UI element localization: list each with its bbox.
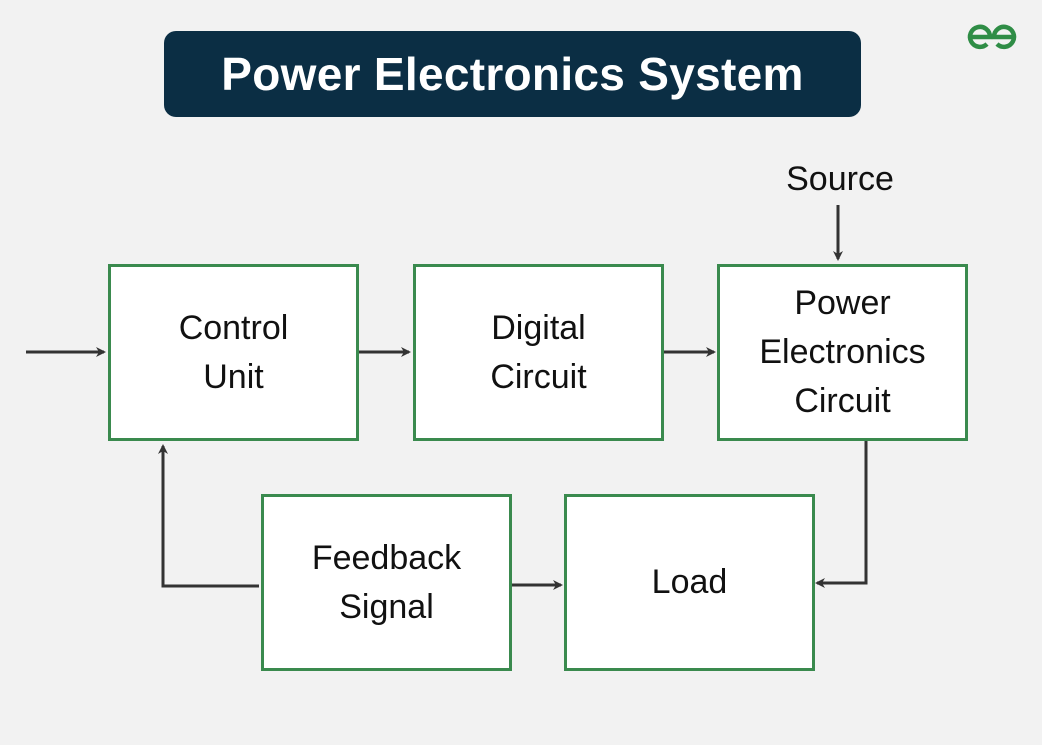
arrow-power-to-load bbox=[815, 441, 868, 588]
power-electronics-circuit-label: Power Electronics Circuit bbox=[759, 284, 926, 420]
feedback-signal-label: Feedback Signal bbox=[311, 538, 462, 626]
digital-circuit-label: Digital Circuit bbox=[490, 308, 587, 396]
load-label: Load bbox=[651, 563, 728, 601]
arrow-feedback-to-control bbox=[158, 444, 259, 588]
digital-circuit-block: Digital Circuit bbox=[413, 264, 664, 441]
logo-right-arc bbox=[991, 24, 1017, 50]
control-unit-block: Control Unit bbox=[108, 264, 359, 441]
title-banner: Power Electronics System bbox=[164, 31, 861, 117]
power-electronics-circuit-block: Power Electronics Circuit bbox=[717, 264, 968, 441]
load-block: Load bbox=[564, 494, 815, 671]
diagram-title: Power Electronics System bbox=[221, 48, 804, 100]
geeksforgeeks-logo-icon bbox=[967, 24, 1017, 50]
control-unit-label: Control Unit bbox=[178, 308, 289, 396]
logo-left-arc bbox=[967, 24, 993, 50]
source-label: Source bbox=[786, 160, 894, 198]
feedback-signal-block: Feedback Signal bbox=[261, 494, 512, 671]
